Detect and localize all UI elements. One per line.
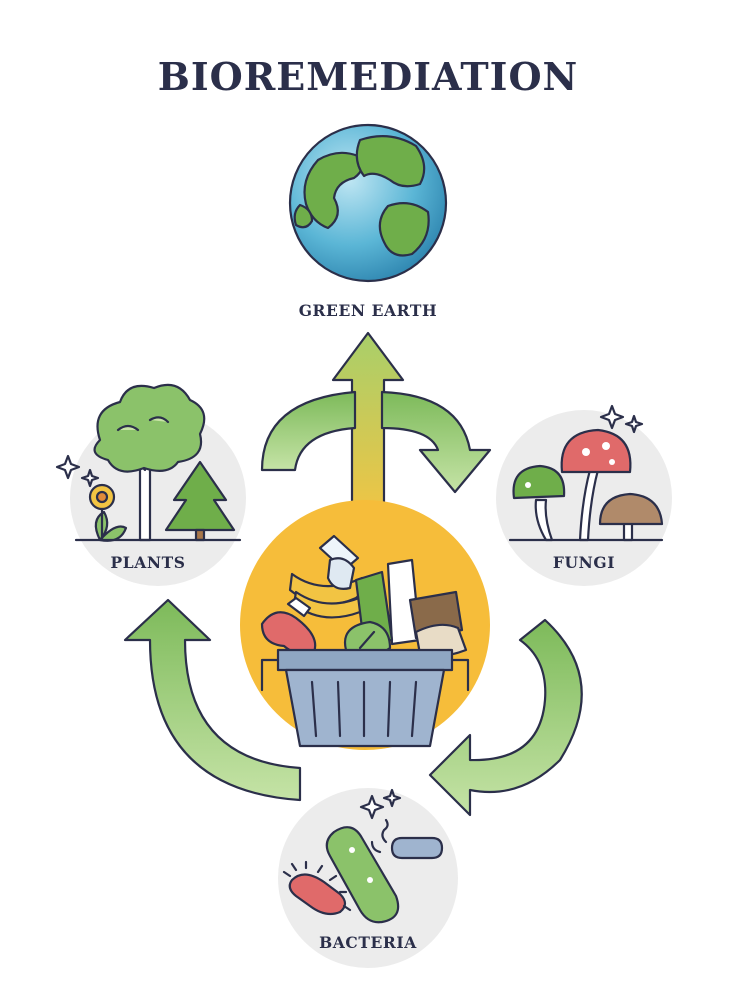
trash-can-icon xyxy=(260,648,470,748)
bacteria-label: BACTERIA xyxy=(319,933,417,952)
right-branch-arrow xyxy=(380,390,492,494)
sparkle-icon xyxy=(359,794,385,820)
plants-group xyxy=(55,383,246,586)
waste-group xyxy=(240,500,490,750)
sparkle-icon xyxy=(382,788,402,808)
mushroom-icon xyxy=(512,428,664,542)
plants-label: PLANTS xyxy=(110,553,185,572)
left-branch-arrow xyxy=(260,390,357,472)
fungi-group xyxy=(496,404,672,586)
tree-icon xyxy=(93,383,206,542)
bacteria-icon xyxy=(282,818,444,924)
earth-globe-icon xyxy=(288,123,448,283)
sparkle-icon xyxy=(599,404,625,430)
upward-arrow xyxy=(331,331,405,522)
pine-tree-icon xyxy=(164,460,236,542)
cycle-arrow-left xyxy=(123,598,302,802)
fungi-label: FUNGI xyxy=(553,553,615,572)
sparkle-icon xyxy=(55,454,81,480)
flower-icon xyxy=(88,483,128,542)
bacteria-group xyxy=(278,788,458,968)
sparkle-icon xyxy=(80,468,100,488)
cycle-arrow-right xyxy=(428,618,583,817)
sparkle-icon xyxy=(624,414,644,434)
diagram-title: BIOREMEDIATION xyxy=(158,54,579,99)
green-earth-label: GREEN EARTH xyxy=(299,301,438,320)
